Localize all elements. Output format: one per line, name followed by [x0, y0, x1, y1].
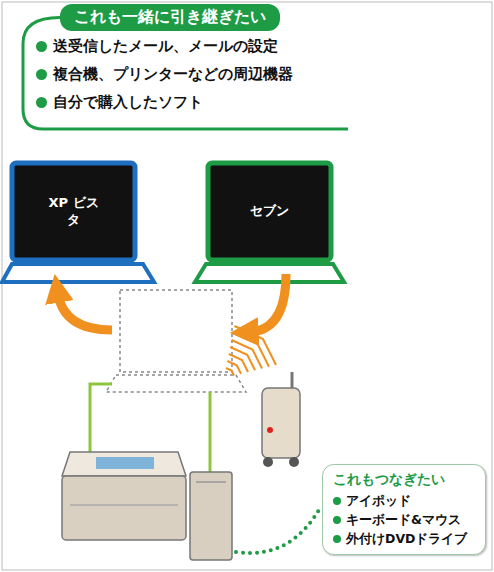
cable: [90, 384, 112, 455]
bullet: [36, 97, 47, 108]
list-item: 複合機、プリンターなどの周辺機器: [36, 65, 352, 84]
wave: [234, 326, 276, 365]
wave: [227, 361, 241, 374]
callout-bracket: [23, 18, 348, 130]
callout-heading: これも一緒に引き継ぎたい: [60, 4, 280, 31]
bullet: [333, 535, 341, 543]
cable: [209, 392, 212, 472]
wave: [229, 354, 248, 372]
list-item: キーボード&マウス: [333, 511, 477, 530]
laptop-dashed: [106, 290, 246, 392]
wave: [233, 333, 269, 367]
callout-bracket: [23, 18, 348, 130]
transfer-arrow: [250, 274, 286, 332]
callout-heading: これもつなぎたい: [333, 471, 477, 489]
laptop-green: [195, 163, 344, 282]
wireless-waves: [226, 326, 276, 376]
dotted-link: [236, 508, 320, 553]
os-label: XP ビスタ: [48, 195, 100, 229]
list-item: アイポッド: [333, 492, 477, 511]
transfer-arrow: [58, 294, 112, 330]
list-item: 送受信したメール、メールの設定: [36, 37, 352, 56]
laptop-screen: XP ビスタ: [18, 169, 129, 254]
router: [262, 372, 300, 467]
wave: [226, 368, 234, 376]
bullet: [333, 516, 341, 524]
printer: [62, 452, 186, 540]
callout-box: これもつなぎたいアイポッドキーボード&マウス外付けDVDドライブ: [322, 464, 486, 555]
bullet: [36, 41, 47, 52]
wave: [230, 347, 255, 370]
list-item: 自分で購入したソフト: [36, 93, 352, 112]
laptop-blue: [2, 163, 154, 282]
bullet: [333, 497, 341, 505]
os-label: セブン: [244, 203, 296, 220]
laptop-screen: セブン: [214, 169, 325, 254]
bullet: [36, 69, 47, 80]
callout-box: これも一緒に引き継ぎたい送受信したメール、メールの設定複合機、プリンターなどの周…: [22, 4, 352, 131]
external-drive: [190, 472, 232, 560]
list-item: 外付けDVDドライブ: [333, 530, 477, 549]
